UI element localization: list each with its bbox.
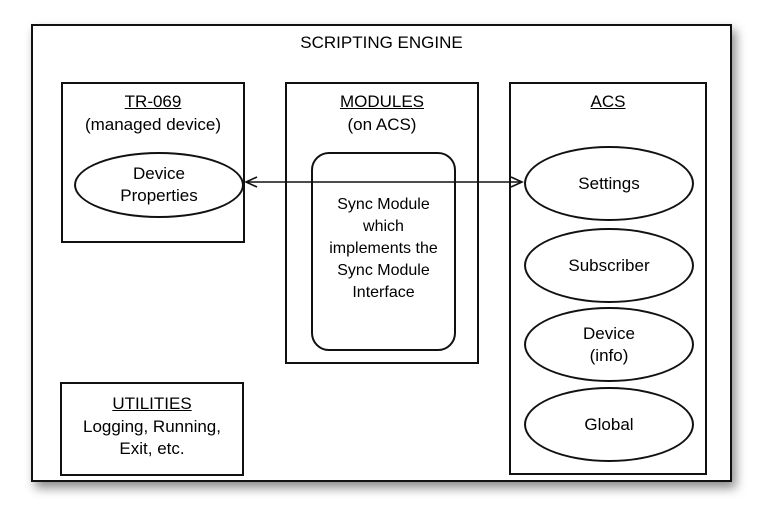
modules-title: MODULES bbox=[339, 92, 425, 111]
acs-title: ACS bbox=[590, 92, 626, 111]
tr069-title: TR-069 bbox=[124, 92, 182, 111]
acs-global-ellipse: Global bbox=[524, 387, 694, 462]
utilities-title: UTILITIES bbox=[112, 394, 192, 413]
acs-settings-ellipse: Settings bbox=[524, 146, 694, 221]
scripting-engine-title: SCRIPTING ENGINE bbox=[300, 33, 463, 52]
device-properties-ellipse: Device Properties bbox=[74, 152, 244, 218]
tr069-subtitle: (managed device) bbox=[84, 115, 222, 134]
utilities-text: Logging, Running, Exit, etc. bbox=[82, 417, 221, 458]
acs-subscriber-ellipse: Subscriber bbox=[524, 228, 694, 303]
utilities-box: UTILITIES Logging, Running, Exit, etc. bbox=[60, 382, 244, 476]
acs-device-info-ellipse: Device (info) bbox=[524, 307, 694, 382]
sync-module-box: Sync Module which implements the Sync Mo… bbox=[311, 152, 456, 351]
sync-module-text: Sync Module which implements the Sync Mo… bbox=[329, 196, 438, 301]
modules-subtitle: (on ACS) bbox=[347, 115, 417, 134]
